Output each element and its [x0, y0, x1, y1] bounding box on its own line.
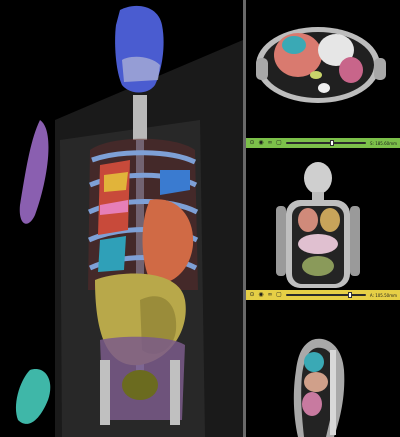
- window-icon[interactable]: ▢: [276, 291, 282, 298]
- coronal-view[interactable]: [246, 148, 400, 290]
- intestine-coronal: [302, 256, 334, 276]
- neck-slice: [312, 192, 324, 200]
- sagittal-slider-bar[interactable]: ⊙ ◉ ∞ ▢ A: 105.50mm: [246, 290, 400, 300]
- coronal-slider-bar[interactable]: ⊙ ◉ ∞ ▢ S: 185.60mm: [246, 138, 400, 148]
- left-lung-segment: [160, 170, 190, 195]
- sagittal-slider[interactable]: [286, 292, 366, 298]
- liver-sagittal: [304, 372, 328, 392]
- spleen-slice: [339, 57, 363, 83]
- head-slice: [304, 162, 332, 194]
- spine-sagittal: [330, 350, 336, 435]
- face: [122, 56, 160, 82]
- pin-icon[interactable]: ⊙: [249, 291, 255, 298]
- 3d-view[interactable]: [0, 0, 243, 437]
- left-kidney-ghost: [19, 120, 49, 224]
- organ-sagittal: [302, 392, 322, 416]
- segment-teal-sagittal: [304, 352, 324, 372]
- vertebra: [318, 83, 330, 93]
- segment-teal: [282, 36, 306, 54]
- left-arm-coronal: [350, 206, 360, 276]
- link-icon[interactable]: ∞: [267, 291, 273, 298]
- right-arm-coronal: [276, 206, 286, 276]
- sagittal-view[interactable]: [246, 300, 400, 437]
- aorta: [310, 71, 322, 79]
- lung-segment-teal: [98, 236, 126, 272]
- right-femur: [100, 360, 110, 425]
- stomach-slice: [318, 34, 354, 66]
- sagittal-position: A: 105.50mm: [369, 292, 397, 298]
- coronal-slider-thumb[interactable]: [330, 140, 335, 146]
- bladder-ghost: [15, 369, 51, 424]
- bladder: [122, 370, 158, 400]
- axial-image[interactable]: [246, 0, 400, 138]
- right-arm: [256, 58, 268, 80]
- eye-icon[interactable]: ◉: [258, 291, 264, 298]
- coronal-image[interactable]: [246, 148, 400, 290]
- coronal-slider[interactable]: [286, 140, 367, 146]
- neck: [133, 95, 147, 140]
- left-lung-coronal: [320, 208, 340, 232]
- rib: [91, 150, 197, 165]
- lung-segment: [104, 172, 128, 192]
- coronal-position: S: 185.60mm: [370, 140, 397, 146]
- slice-viewers: ⊙ ◉ ∞ ▢ S: 185.60mm ⊙ ◉ ∞ ▢ A:: [246, 0, 400, 437]
- view-separator[interactable]: [243, 0, 246, 437]
- left-femur: [170, 360, 180, 425]
- axial-view[interactable]: [246, 0, 400, 138]
- pin-icon[interactable]: ⊙: [249, 139, 255, 146]
- link-icon[interactable]: ∞: [267, 139, 273, 146]
- sagittal-slider-thumb[interactable]: [348, 292, 353, 298]
- liver-coronal: [298, 234, 338, 254]
- right-lung-coronal: [298, 208, 318, 232]
- left-arm: [374, 58, 386, 80]
- right-lung: [98, 160, 130, 235]
- lung-segment-pink: [100, 200, 128, 215]
- sagittal-image[interactable]: [246, 300, 400, 437]
- heart: [142, 199, 194, 284]
- eye-icon[interactable]: ◉: [258, 139, 264, 146]
- 3d-rendering[interactable]: [0, 0, 243, 437]
- window-icon[interactable]: ▢: [276, 139, 282, 146]
